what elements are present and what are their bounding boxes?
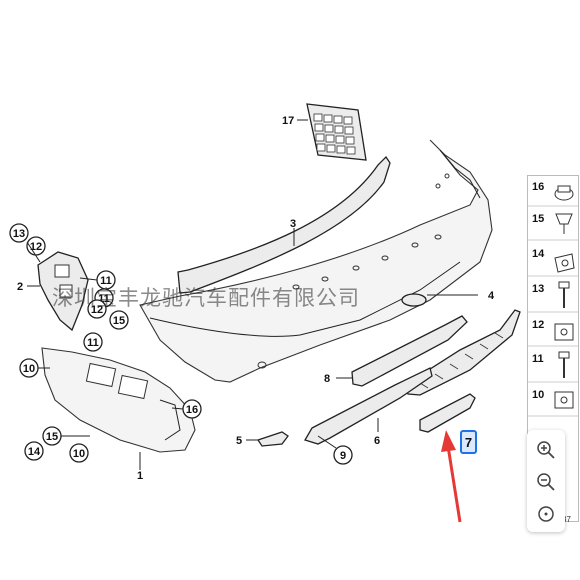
svg-text:15: 15 xyxy=(46,431,58,443)
recenter-button[interactable] xyxy=(531,500,561,528)
svg-text:10: 10 xyxy=(73,448,85,460)
svg-text:12: 12 xyxy=(30,241,42,253)
part-17-vent xyxy=(306,103,367,161)
svg-text:11: 11 xyxy=(87,337,99,349)
zoom-in-icon xyxy=(537,441,555,459)
part-3-carrier xyxy=(177,155,391,294)
svg-text:14: 14 xyxy=(28,446,41,458)
legend-item-11: 11 xyxy=(532,351,570,378)
callout-circle-12b: 12 xyxy=(87,299,107,319)
callout-1: 1 xyxy=(137,470,143,482)
callout-5: 5 xyxy=(236,435,242,447)
zoom-controls xyxy=(527,430,565,532)
svg-text:11: 11 xyxy=(532,353,544,365)
legend-item-14: 14 xyxy=(532,248,575,273)
part-7-reflector xyxy=(419,393,476,433)
svg-text:12: 12 xyxy=(532,319,544,331)
callout-circle-11c: 11 xyxy=(83,332,103,352)
svg-text:11: 11 xyxy=(98,293,110,305)
part-1-corner-cover xyxy=(41,347,196,453)
part-6-bracket xyxy=(304,367,433,445)
watermark-text: 深圳宝丰龙驰汽车配件有限公司 xyxy=(52,286,360,310)
part-5-reflector xyxy=(256,431,289,447)
red-arrow-icon xyxy=(441,430,462,523)
svg-text:14: 14 xyxy=(532,248,545,260)
callout-circle-9: 9 xyxy=(333,445,353,465)
legend-item-15: 15 xyxy=(532,213,573,234)
callout-circle-10a: 10 xyxy=(19,358,39,378)
callout-17: 17 xyxy=(282,115,294,127)
callout-circle-16: 16 xyxy=(182,399,202,419)
fastener-legend-svg: 16 15 14 13 12 11 10 xyxy=(528,181,578,417)
callout-circle-13: 13 xyxy=(9,223,29,243)
callout-circle-15a: 15 xyxy=(109,310,129,330)
highlighted-part-label[interactable]: 7 xyxy=(460,430,477,454)
svg-text:16: 16 xyxy=(532,181,544,193)
callout-4: 4 xyxy=(488,290,495,302)
svg-text:15: 15 xyxy=(113,315,125,327)
svg-text:11: 11 xyxy=(100,275,112,287)
part-4-cap xyxy=(401,293,427,307)
legend-page-number: 37 xyxy=(562,515,571,524)
callout-circle-10b: 10 xyxy=(69,443,89,463)
svg-text:12: 12 xyxy=(91,304,103,316)
part-8-strip xyxy=(351,315,468,387)
zoom-in-button[interactable] xyxy=(531,436,561,464)
legend-item-10: 10 xyxy=(532,389,574,409)
callout-circle-15b: 15 xyxy=(42,426,62,446)
target-icon xyxy=(538,506,554,522)
svg-text:10: 10 xyxy=(532,389,544,401)
callout-3: 3 xyxy=(290,218,296,230)
svg-text:13: 13 xyxy=(532,283,544,295)
callout-8: 8 xyxy=(324,373,330,385)
callout-circle-14: 14 xyxy=(24,441,44,461)
callout-6: 6 xyxy=(374,435,380,447)
callout-2: 2 xyxy=(17,281,23,293)
svg-text:16: 16 xyxy=(186,404,198,416)
svg-text:10: 10 xyxy=(23,363,35,375)
part-diffuser xyxy=(404,309,521,396)
zoom-out-button[interactable] xyxy=(531,468,561,496)
svg-text:15: 15 xyxy=(532,213,544,225)
legend-item-16: 16 xyxy=(532,181,574,201)
bumper-cover xyxy=(139,139,493,383)
svg-text:9: 9 xyxy=(340,450,346,462)
zoom-out-icon xyxy=(537,473,555,491)
legend-item-12: 12 xyxy=(532,319,574,341)
svg-text:13: 13 xyxy=(13,228,25,240)
legend-item-13: 13 xyxy=(532,281,570,308)
